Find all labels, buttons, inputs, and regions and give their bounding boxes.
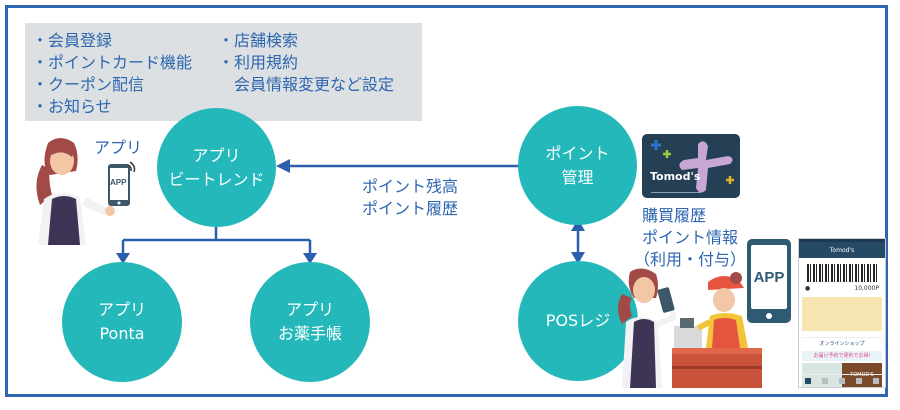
user-illustration	[36, 138, 115, 245]
promo-banner	[802, 297, 882, 331]
app-header: Tomod's	[799, 242, 885, 258]
node-label: アプリ	[97, 300, 146, 319]
node-label: お薬手帳	[277, 324, 342, 343]
user-phone-app-text: APP	[110, 178, 127, 187]
tablet-app-text: APP	[753, 268, 785, 286]
card-brand: Tomod's	[650, 170, 701, 183]
feature-item: ・店舗検索	[218, 31, 299, 50]
pos-checkout-illustration	[618, 268, 762, 388]
points-value: 10,000P	[854, 285, 879, 292]
coupon-icon	[821, 378, 828, 384]
info-label-usage: （利用・付与）	[634, 250, 747, 269]
plus-green-icon	[663, 150, 671, 158]
tomods-point-card: Tomod's	[642, 134, 740, 198]
signal-icon	[129, 161, 136, 173]
info-label-point-info: ポイント情報	[642, 228, 739, 247]
feature-item: 会員情報変更など設定	[218, 75, 395, 94]
tablet-app-device: APP	[747, 239, 791, 323]
node-label: 管理	[561, 167, 594, 187]
plus-yellow-icon	[726, 176, 734, 184]
node-label: アプリ	[285, 300, 334, 319]
online-shop-link: オンラインショップ	[802, 337, 882, 350]
info-label-purchase-history: 購買履歴	[642, 206, 707, 225]
node-label: Ponta	[99, 324, 145, 343]
node-app-okusuri-techo: アプリ お薬手帳	[250, 262, 370, 382]
points-row: ● 10,000P	[799, 282, 885, 295]
tablet-screen: APP	[751, 245, 787, 309]
app-screenshot: Tomod's ● 10,000P オンラインショップ お届け予約で便利でお得!…	[798, 238, 886, 388]
barcode	[807, 264, 877, 282]
user-phone	[108, 161, 136, 206]
feature-item: ・利用規約	[218, 53, 299, 72]
user-app-label: アプリ	[94, 138, 143, 157]
app-bottom-nav	[799, 374, 885, 387]
arrowhead-left	[276, 159, 290, 173]
arrow-label-balance: ポイント残高	[362, 177, 459, 196]
ponta-icon: ●	[805, 285, 811, 292]
plus-blue-icon	[651, 140, 661, 150]
arrowhead-down-ponta	[116, 253, 130, 264]
card-icon	[838, 378, 845, 384]
feature-list-box	[25, 23, 422, 121]
menu-icon	[873, 378, 880, 384]
arrowhead-down-pos	[571, 252, 585, 264]
diagram-frame	[5, 5, 888, 397]
home-icon	[804, 378, 811, 384]
node-app-beetrend: アプリ ビートレンド	[157, 108, 276, 227]
node-label: POSレジ	[545, 311, 611, 330]
node-label: アプリ	[192, 145, 241, 165]
store-icon	[856, 378, 863, 384]
node-app-ponta: アプリ Ponta	[62, 262, 182, 382]
arrowhead-up	[571, 219, 585, 231]
plus-logo-large	[679, 141, 733, 193]
node-point-management: ポイント 管理	[518, 106, 637, 225]
arrowhead-down-okusuri	[303, 253, 317, 264]
promo-text: お届け予約で便利でお得!	[802, 351, 882, 361]
feature-item: ・お知らせ	[32, 97, 112, 116]
feature-item: ・ポイントカード機能	[32, 53, 193, 72]
node-label: ビートレンド	[168, 169, 265, 189]
feature-item: ・クーポン配信	[32, 75, 145, 94]
node-pos-register: POSレジ	[518, 261, 638, 381]
feature-item: ・会員登録	[32, 31, 113, 50]
arrow-label-history: ポイント履歴	[362, 199, 459, 218]
node-label: ポイント	[545, 143, 610, 163]
tablet-home-button	[766, 313, 772, 319]
